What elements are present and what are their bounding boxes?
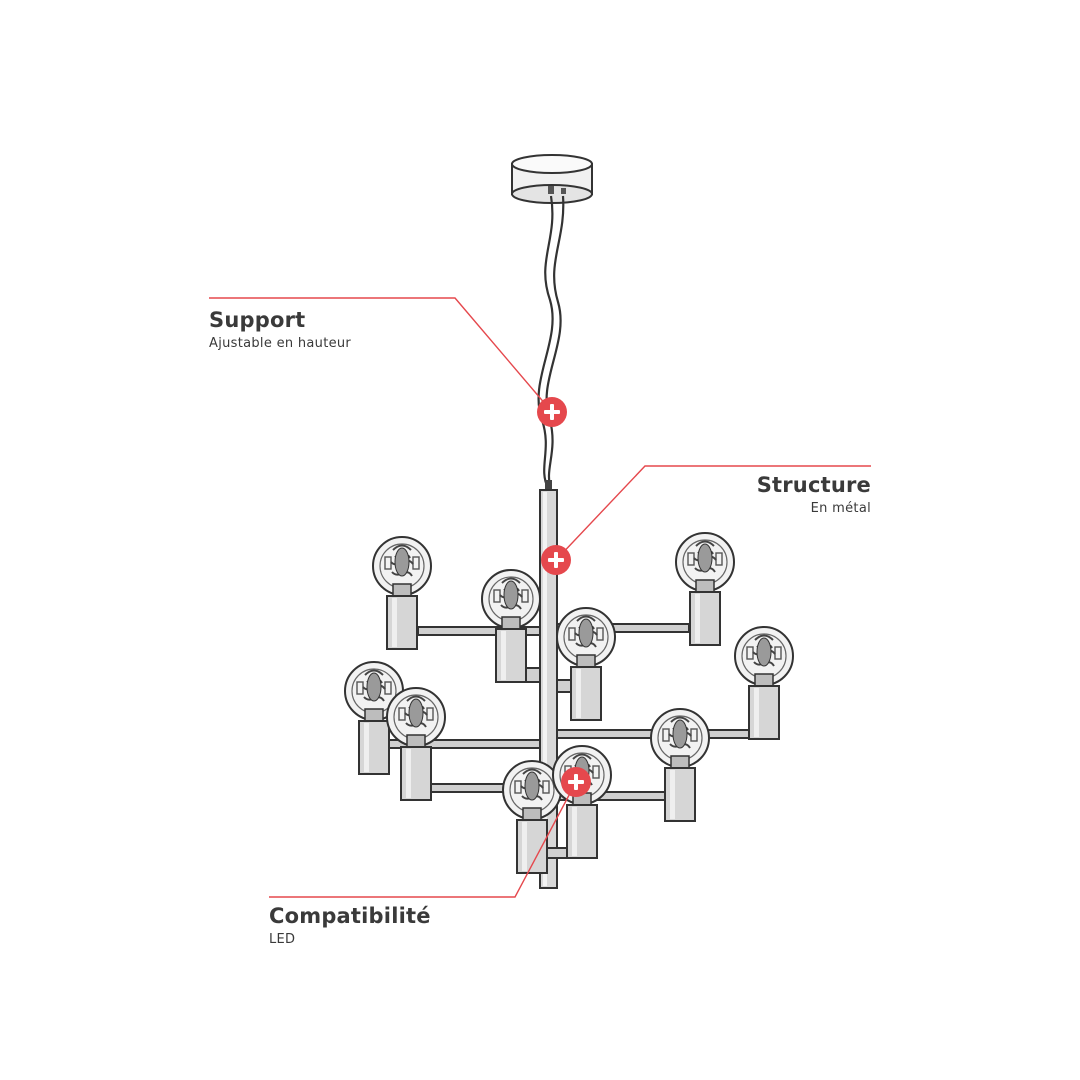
annotation-title: Structure: [756, 473, 871, 497]
annotation-structure: Structure En métal: [757, 473, 871, 516]
bulbs: [344, 532, 794, 874]
annotation-title: Support: [209, 308, 306, 332]
annotation-subtitle: LED: [269, 932, 296, 947]
plus-icon[interactable]: [536, 396, 568, 428]
annotation-support: Support Ajustable en hauteur: [209, 308, 351, 351]
annotation-subtitle: Ajustable en hauteur: [209, 336, 352, 351]
plus-icon[interactable]: [560, 766, 592, 798]
plus-icon[interactable]: [540, 544, 572, 576]
annotation-compatibility: Compatibilité LED: [269, 904, 431, 947]
leader-lines: [209, 297, 871, 898]
ceiling-canopy: [511, 154, 593, 204]
suspension-cable: [537, 195, 565, 489]
annotation-subtitle: En métal: [810, 501, 871, 516]
annotation-title: Compatibilité: [269, 904, 431, 928]
